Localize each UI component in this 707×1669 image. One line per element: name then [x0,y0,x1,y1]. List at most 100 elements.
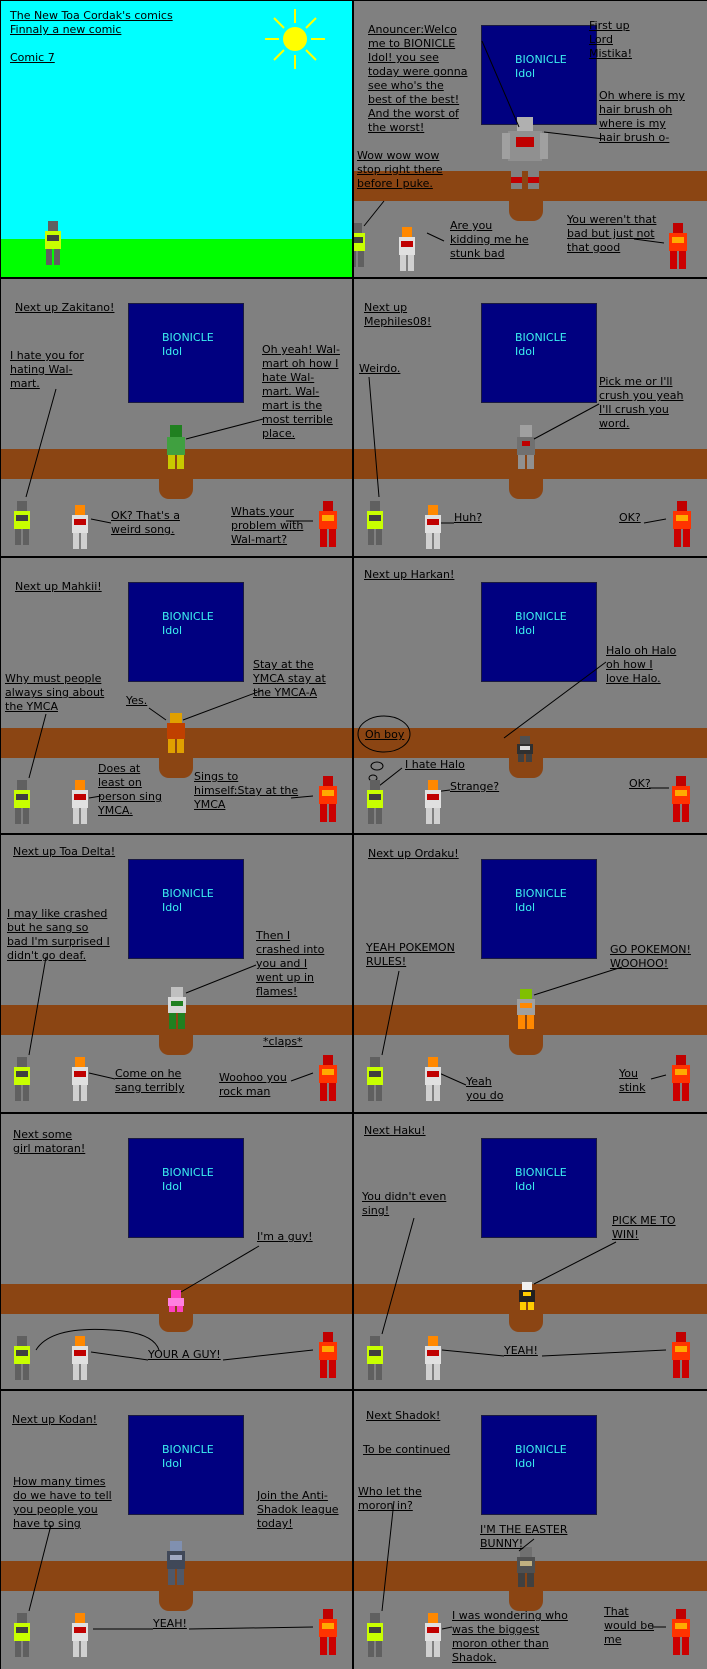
idol-screen: BIONICLE Idol [481,859,597,959]
idol-screen: BIONICLE Idol [128,1415,244,1515]
character-orange-toa [69,1336,91,1386]
speech-weirdo: Weirdo. [359,362,401,375]
announcer-next: Next Haku! [364,1124,426,1137]
character-mistika [502,117,548,195]
idol-screen: BIONICLE Idol [481,582,597,682]
idol-screen: BIONICLE Idol [481,25,597,125]
announcer-next: Next up Mephiles08! [364,301,432,328]
comic-subtitle: Finnaly a new comic [10,23,122,36]
podium [159,477,193,499]
idol-screen: BIONICLE Idol [128,859,244,959]
speech-stay: Stay at the YMCA stay at the YMCA-A [253,658,326,699]
character-red-toa [669,1332,693,1384]
character-green-toa [354,223,368,273]
speech-halo: Halo oh Halo oh how I love Halo. [606,644,677,685]
character-orange-toa [422,780,444,830]
speech-hair-brush: Oh where is my hair brush oh where is my… [599,89,685,144]
announcer-next: Next up Mahkii! [15,580,102,593]
character-green-toa [364,501,386,551]
announcer-next: Next some girl matoran! [13,1128,86,1155]
character-green-toa [364,1336,386,1386]
announcer-next: Next up Toa Delta! [13,845,116,858]
panel-11: BIONICLE Idol Next up Kodan! How many ti… [1,1391,352,1669]
idol-screen: BIONICLE Idol [481,303,597,403]
character-red-toa [669,1055,693,1107]
speech-werent: You weren't that bad but just not that g… [567,213,657,254]
speech-does: Does at least on person sing YMCA. [98,762,162,817]
panel-8: BIONICLE Idol Next up Ordaku! YEAH POKEM… [354,835,707,1112]
character-harkan [514,736,536,766]
podium [509,756,543,778]
panel-7: BIONICLE Idol Next up Toa Delta! I may l… [1,835,352,1112]
character-orange-toa [69,505,91,555]
character-red-toa [316,776,340,828]
character-green-toa [42,221,64,271]
panel-10: BIONICLE Idol Next Haku! You didn't even… [354,1114,707,1389]
to-be-continued: To be continued [363,1443,451,1456]
idol-screen: BIONICLE Idol [128,582,244,682]
panel-5: BIONICLE Idol Next up Mahkii! Why must p… [1,558,352,833]
speech-didnt-sing: You didn't even sing! [362,1190,447,1217]
speech-who-let: Who let the moron in? [358,1485,422,1512]
podium [159,756,193,778]
character-pink-matoran [165,1290,187,1316]
podium [159,1310,193,1332]
speech-easter-bunny: I'M THE EASTER BUNNY! [480,1523,568,1550]
speech-huh: Huh? [454,511,483,524]
podium [159,1033,193,1055]
speech-yeah: YEAH! [153,1617,187,1630]
podium [509,1310,543,1332]
speech-strange: Strange? [450,780,500,793]
character-red-toa [670,501,694,553]
character-green-toa [11,1336,33,1386]
panel-3: BIONICLE Idol Next up Zakitano! I hate y… [1,279,352,556]
character-green-toa [11,501,33,551]
speech-go-pokemon: GO POKEMON! WOOHOO! [610,943,691,970]
panel-6: BIONICLE Idol Next up Harkan! Halo oh Ha… [354,558,707,833]
idol-screen: BIONICLE Idol [481,1415,597,1515]
speech-pick: Pick me or I'll crush you yeah I'll crus… [599,375,684,430]
speech-weird: OK? That's a weird song. [111,509,180,536]
character-orange-toa [69,780,91,830]
speech-ok: OK? [619,511,641,524]
speech-pick-me: PICK ME TO WIN! [612,1214,676,1241]
speech-guy: I'm a guy! [257,1230,313,1243]
speech-yeah-you: Yeah you do [466,1075,504,1102]
character-toa-delta [165,987,189,1035]
character-shadok [514,1547,538,1593]
speech-woohoo: Woohoo you rock man [219,1071,287,1098]
announcer-next: Next up Harkan! [364,568,455,581]
character-orange-toa [69,1057,91,1107]
character-orange-toa [396,227,418,277]
speech-come-on: Come on he sang terribly [115,1067,185,1094]
speech-that-would-be-me: That would be me [604,1605,654,1646]
speech-song: Oh yeah! Wal-mart oh how I hate Wal-mart… [262,343,340,440]
sun-icon [265,9,325,69]
podium [509,477,543,499]
speech-crashed: I may like crashed but he sang so bad I'… [7,907,110,962]
comic-title: The New Toa Cordak's comics [10,9,173,22]
character-red-toa [669,1609,693,1661]
panel-12: BIONICLE Idol Next Shadok! To be continu… [354,1391,707,1669]
podium [159,1589,193,1611]
speech-claps: *claps* [263,1035,303,1048]
character-green-toa [11,1057,33,1107]
panel-4: BIONICLE Idol Next up Mephiles08! Weirdo… [354,279,707,556]
speech-why: Why must people always sing about the YM… [5,672,105,713]
character-green-toa [364,1057,386,1107]
podium [509,1033,543,1055]
character-mahkii [164,713,188,759]
speech-announcer: Anouncer:Welco me to BIONICLE Idol! you … [368,23,468,134]
idol-screen: BIONICLE Idol [481,1138,597,1238]
announcer-next: Next up Ordaku! [368,847,459,860]
speech-then: Then I crashed into you and I went up in… [256,929,325,998]
panel-2: BIONICLE Idol Anouncer:Welco me to BIONI… [354,1,707,277]
character-red-toa [316,1609,340,1661]
character-ordaku [514,989,538,1035]
speech-yeah-pokemon: YEAH POKEMON RULES! [366,941,455,968]
speech-sings: Sings to himself:Stay at the YMCA [194,770,299,811]
announcer-next: Next up Zakitano! [15,301,115,314]
speech-how-many: How many times do we have to tell you pe… [13,1475,112,1530]
speech-hate: I hate you for hating Wal-mart. [10,349,84,390]
character-haku [516,1282,538,1316]
